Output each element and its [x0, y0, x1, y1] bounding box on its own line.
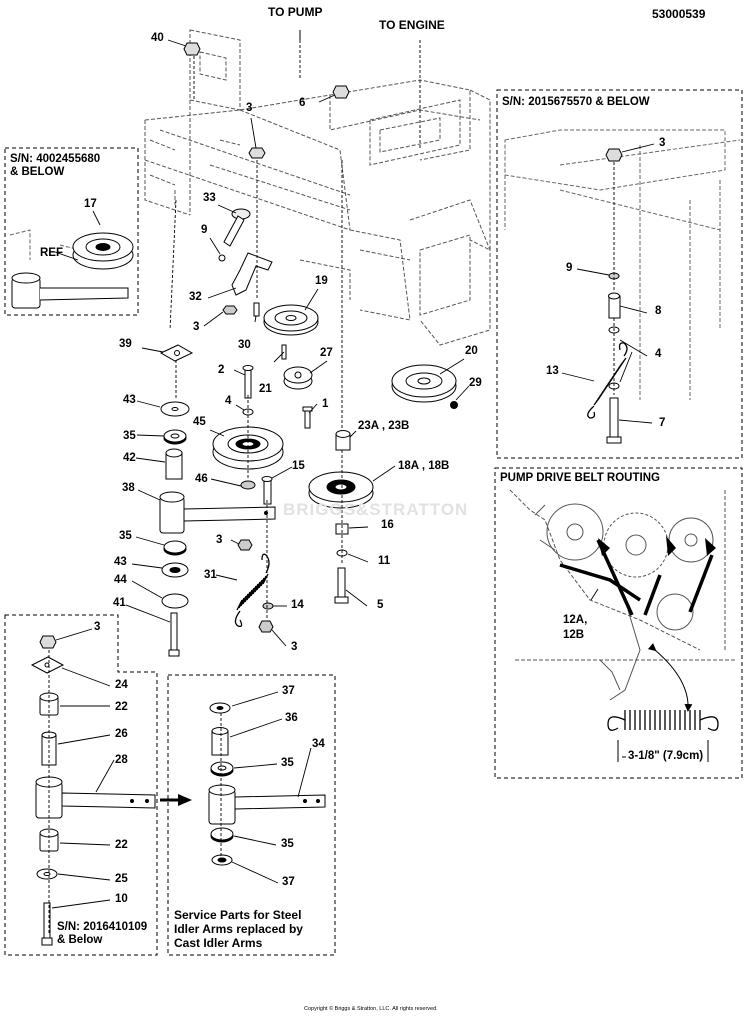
- callout-4: 4: [655, 348, 662, 360]
- callout-25: 25: [115, 873, 128, 885]
- callout-33: 33: [203, 192, 216, 204]
- spring-length-label: 3-1/8" (7.9cm): [626, 750, 706, 763]
- callout-29: 29: [469, 377, 482, 389]
- service-note-line1: Service Parts for Steel: [174, 908, 302, 922]
- service-note-line3: Cast Idler Arms: [174, 935, 263, 950]
- chassis-frame-left-inset: [9, 229, 81, 260]
- callout-26: 26: [115, 728, 128, 740]
- callout-14: 14: [291, 599, 304, 611]
- callout-3: 3: [193, 321, 200, 333]
- steel-arm-serial-line1: S/N: 2016410109: [57, 921, 148, 933]
- callout-3: 3: [291, 641, 298, 653]
- ref-label: REF: [40, 247, 63, 259]
- assembly-axes: [48, 40, 615, 935]
- callout-19: 19: [315, 275, 328, 287]
- copyright: Copyright © Briggs & Stratton, LLC. All …: [304, 1006, 438, 1012]
- callout-38: 38: [122, 482, 135, 494]
- to-pump-label: TO PUMP: [268, 5, 323, 19]
- pump-routing-title: PUMP DRIVE BELT ROUTING: [500, 472, 660, 484]
- callout-35: 35: [281, 757, 294, 769]
- callout-37: 37: [282, 685, 295, 697]
- callout-34: 34: [312, 738, 325, 750]
- callout-10: 10: [115, 893, 128, 905]
- chassis-frame-right-inset: [504, 129, 741, 400]
- inset-borders: [4, 89, 743, 956]
- callout-22: 22: [115, 701, 128, 713]
- belt-12-label-1: 12A,: [563, 614, 588, 626]
- callout-24: 24: [115, 679, 128, 691]
- callout-11: 11: [378, 555, 391, 567]
- to-engine-label: TO ENGINE: [379, 18, 445, 32]
- belt-12-label-2: 12B: [563, 629, 585, 641]
- callout-3: 3: [246, 102, 253, 114]
- callout-39: 39: [119, 338, 132, 350]
- chassis-frame: [144, 29, 491, 346]
- callout-4: 4: [225, 395, 232, 407]
- callout-44: 44: [114, 574, 127, 586]
- callout-5: 5: [377, 599, 384, 611]
- routing-arrows: [617, 643, 709, 762]
- belt-routing-diagram: [509, 489, 735, 701]
- callout-15: 15: [292, 460, 305, 472]
- callout-18a-18b: 18A , 18B: [398, 460, 450, 472]
- brand-watermark: BRIGGS&STRATTON: [283, 500, 469, 519]
- inset-left-parts: [11, 232, 134, 309]
- inset-left-serial-line1: S/N: 4002455680: [10, 153, 101, 165]
- callout-32: 32: [189, 291, 202, 303]
- callout-8: 8: [655, 305, 662, 317]
- inset-left-serial-line2: & BELOW: [10, 166, 65, 179]
- callout-43: 43: [114, 556, 127, 568]
- belt-12: [559, 539, 714, 616]
- callout-9: 9: [201, 224, 208, 236]
- doc-number: 53000539: [652, 7, 706, 21]
- service-parts-note: Service Parts for Steel Idler Arms repla…: [174, 908, 303, 950]
- callout-22: 22: [115, 839, 128, 851]
- callout-6: 6: [299, 97, 306, 109]
- callout-30: 30: [238, 339, 251, 351]
- callout-36: 36: [285, 712, 298, 724]
- callout-46: 46: [195, 473, 208, 485]
- steel-arm-serial-line2: & Below: [57, 934, 103, 947]
- callout-35: 35: [119, 530, 132, 542]
- callout-leaders: [51, 39, 655, 909]
- spring-31: [234, 553, 270, 628]
- callout-21: 21: [259, 383, 272, 395]
- hardware-parts: [159, 42, 458, 657]
- callout-16: 16: [381, 519, 394, 531]
- callout-28: 28: [115, 754, 128, 766]
- inset-left-serial: S/N: 4002455680 & BELOW: [10, 153, 100, 179]
- callout-3: 3: [216, 534, 223, 546]
- callout-43: 43: [123, 394, 136, 406]
- callout-40: 40: [151, 32, 164, 44]
- callout-20: 20: [465, 345, 478, 357]
- callout-3: 3: [659, 137, 666, 149]
- service-note-line2: Idler Arms replaced by: [174, 921, 303, 936]
- routing-spring: [607, 710, 719, 731]
- inset-right-serial: S/N: 2015675570 & BELOW: [502, 96, 650, 108]
- cast-arm-parts: [208, 702, 326, 866]
- belt-wedges: [598, 536, 716, 556]
- replacement-arrow: [160, 794, 192, 806]
- spring-13: [587, 342, 628, 419]
- callout-13: 13: [546, 365, 559, 377]
- callout-42: 42: [123, 452, 136, 464]
- callout-41: 41: [113, 597, 126, 609]
- steel-arm-parts: [30, 635, 156, 946]
- callout-27: 27: [320, 347, 333, 359]
- callout-3: 3: [94, 621, 101, 633]
- callout-35: 35: [281, 838, 294, 850]
- callout-9: 9: [566, 262, 573, 274]
- callout-7: 7: [659, 417, 666, 429]
- callout-1: 1: [322, 398, 329, 410]
- callout-35: 35: [123, 430, 136, 442]
- callout-37: 37: [282, 876, 295, 888]
- callout-23a-23b: 23A , 23B: [358, 420, 410, 432]
- callout-2: 2: [218, 364, 225, 376]
- callout-31: 31: [204, 569, 217, 581]
- callout-45: 45: [193, 416, 206, 428]
- steel-arm-serial: S/N: 2016410109 & Below: [57, 921, 147, 947]
- callout-17: 17: [84, 198, 97, 210]
